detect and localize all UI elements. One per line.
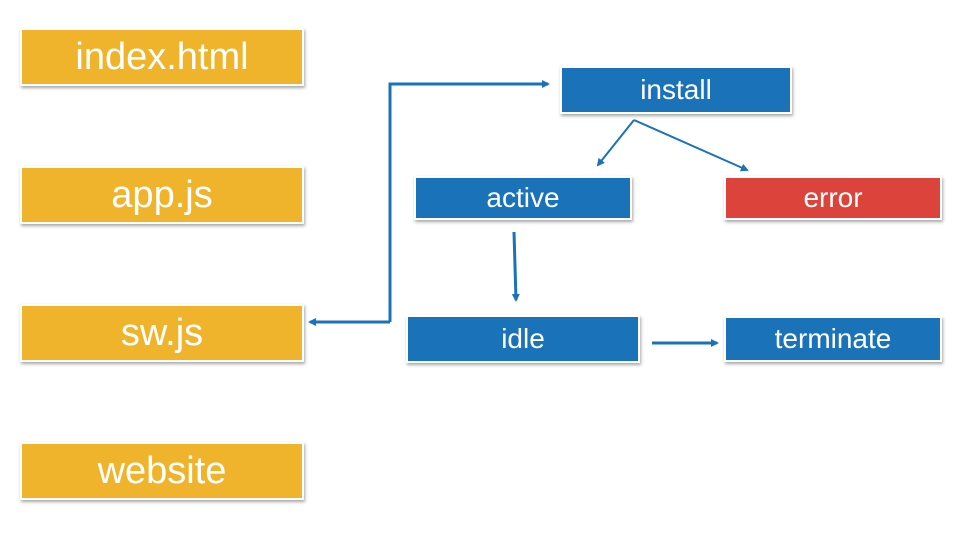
arrow-install-to-active bbox=[596, 119, 635, 167]
state-active: active bbox=[414, 176, 632, 220]
state-error: error bbox=[724, 176, 942, 220]
arrow-install-to-error bbox=[633, 119, 749, 172]
arrow-active-to-idle bbox=[511, 231, 520, 302]
file-box-index-html: index.html bbox=[20, 28, 304, 86]
state-idle: idle bbox=[406, 315, 640, 363]
state-terminate: terminate bbox=[724, 316, 942, 362]
file-box-sw-js: sw.js bbox=[20, 304, 304, 362]
file-box-app-js: app.js bbox=[20, 166, 304, 224]
file-box-website: website bbox=[20, 442, 304, 500]
state-install: install bbox=[560, 66, 792, 114]
